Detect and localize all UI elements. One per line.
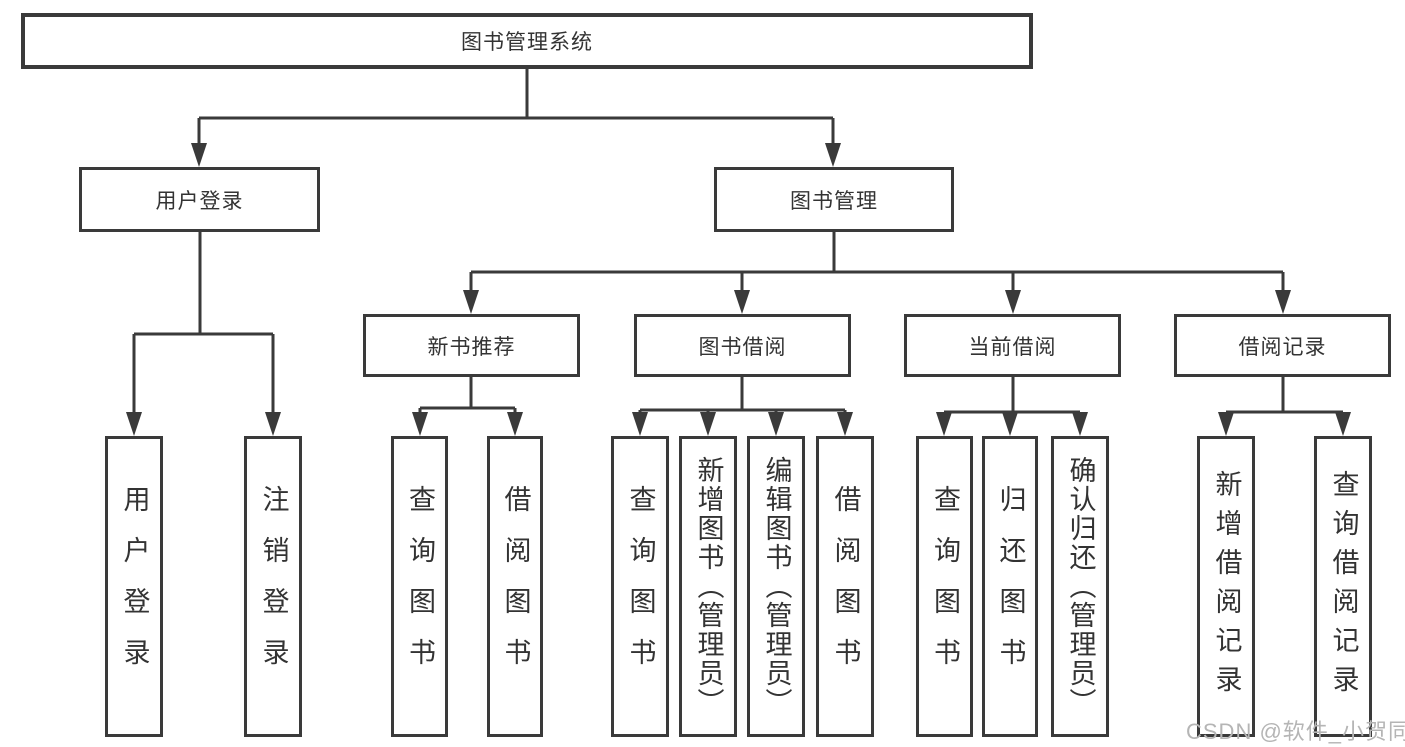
node-label: 新书推荐 <box>427 335 516 359</box>
node-current-borrow: 当前借阅 <box>904 314 1121 377</box>
node-label: 图书管理系统 <box>461 31 593 54</box>
node-label: 当前借阅 <box>968 335 1057 359</box>
leaf-confirm-return-admin: 确认归还（管理员） <box>1051 436 1109 737</box>
node-label: 确认归还（管理员） <box>1065 456 1096 717</box>
node-label: 注销登录 <box>258 484 289 689</box>
node-user-login: 用户登录 <box>79 167 320 232</box>
node-label: 图书借阅 <box>698 335 787 359</box>
node-label: 编辑图书（管理员） <box>761 456 792 717</box>
leaf-borrow-books: 借阅图书 <box>816 436 874 737</box>
leaf-query-books-current: 查询图书 <box>916 436 973 737</box>
node-book-management: 图书管理 <box>714 167 954 232</box>
node-label: 用户登录 <box>119 484 150 689</box>
node-label: 新增借阅记录 <box>1211 469 1242 704</box>
node-label: 查询图书 <box>405 484 435 689</box>
node-borrow-records: 借阅记录 <box>1174 314 1391 377</box>
node-label: 新增图书（管理员） <box>693 456 724 717</box>
node-label: 借阅记录 <box>1238 335 1327 359</box>
leaf-query-books-recommend: 查询图书 <box>391 436 448 737</box>
leaf-query-books-borrow: 查询图书 <box>611 436 669 737</box>
node-label: 借阅图书 <box>500 484 531 689</box>
leaf-logout: 注销登录 <box>244 436 302 737</box>
leaf-edit-books-admin: 编辑图书（管理员） <box>747 436 805 737</box>
leaf-return-books: 归还图书 <box>982 436 1038 737</box>
node-new-book-recommend: 新书推荐 <box>363 314 580 377</box>
node-label: 用户登录 <box>155 189 244 213</box>
leaf-user-login: 用户登录 <box>105 436 163 737</box>
leaf-add-books-admin: 新增图书（管理员） <box>679 436 737 737</box>
watermark: CSDN @软件_小贺同学 <box>1186 719 1405 744</box>
arrowhead-icons <box>126 143 1351 436</box>
node-label: 借阅图书 <box>830 484 861 689</box>
node-label: 查询图书 <box>625 484 656 689</box>
node-book-borrow: 图书借阅 <box>634 314 851 377</box>
node-label: 归还图书 <box>995 484 1026 689</box>
node-library-management-system: 图书管理系统 <box>21 13 1033 69</box>
node-label: 查询图书 <box>930 484 960 689</box>
leaf-add-borrow-record: 新增借阅记录 <box>1197 436 1255 737</box>
node-label: 查询借阅记录 <box>1328 469 1359 704</box>
leaf-borrow-books-recommend: 借阅图书 <box>487 436 543 737</box>
node-label: 图书管理 <box>790 189 878 213</box>
leaf-query-borrow-record: 查询借阅记录 <box>1314 436 1372 737</box>
